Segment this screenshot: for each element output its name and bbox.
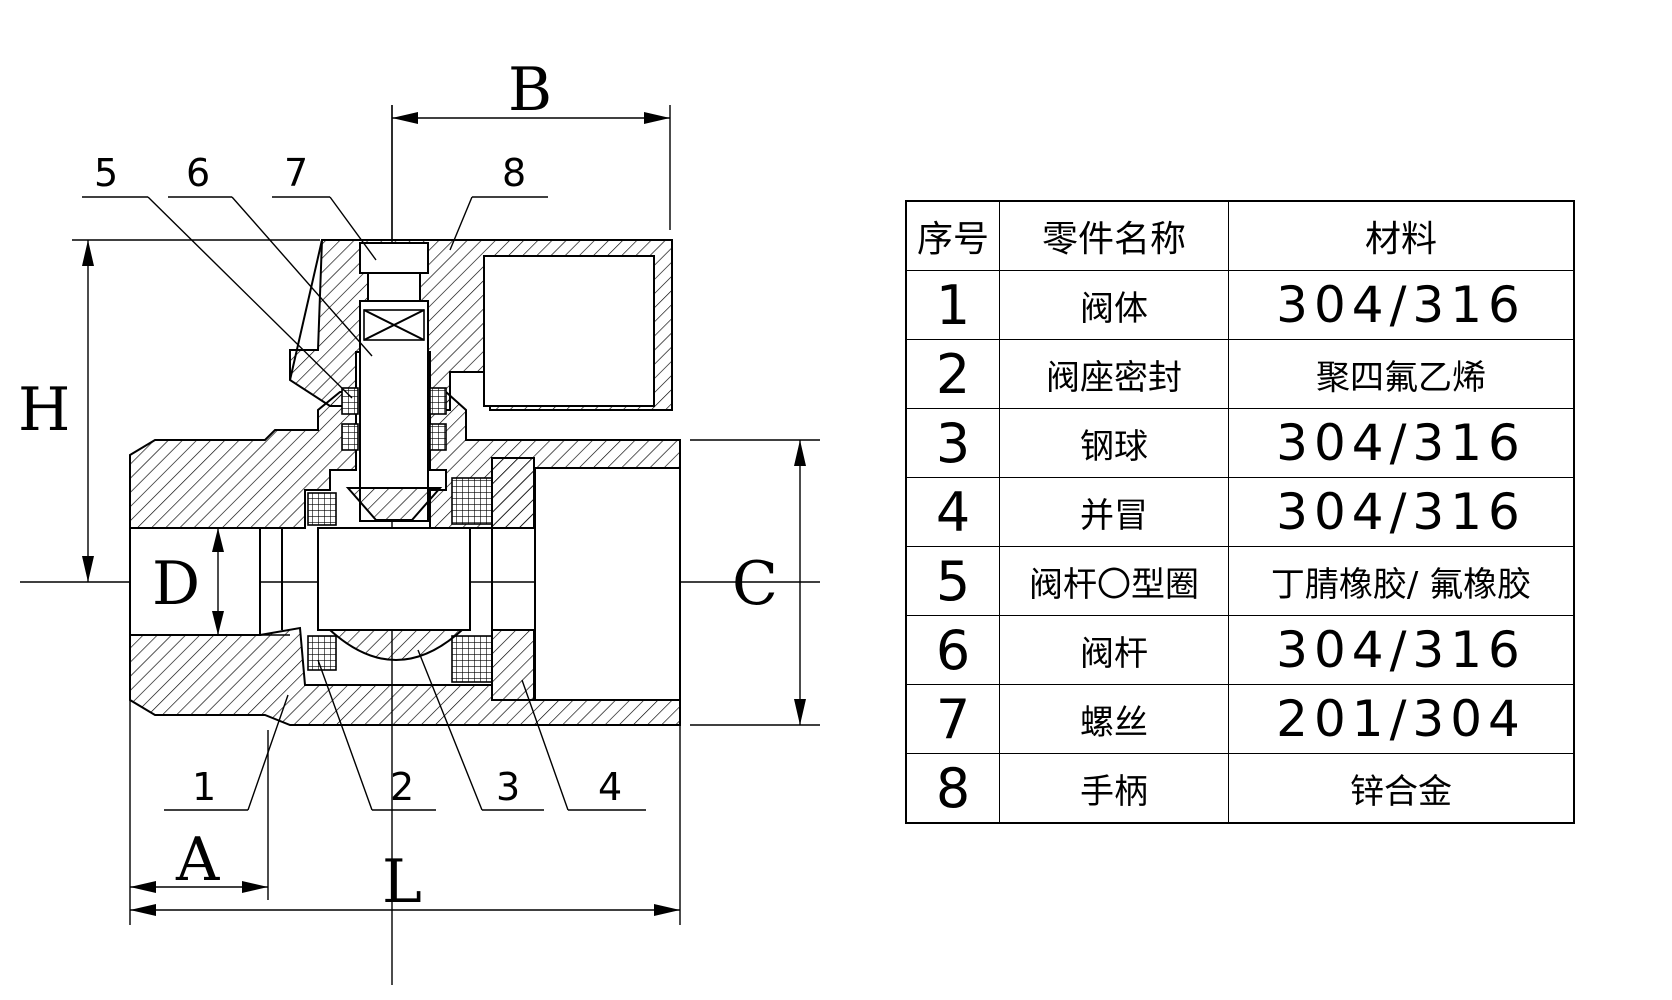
row-number: 8 [905, 753, 1000, 824]
dim-h-label: H [18, 375, 70, 445]
screw-part-7 [359, 242, 429, 274]
table-row: 7 螺丝 201/304 [905, 684, 1575, 754]
seat-seal-part-2-bottom-right [451, 635, 493, 683]
row-number: 2 [905, 339, 1000, 409]
row-material: 锌合金 [1228, 753, 1575, 824]
table-row: 8 手柄 锌合金 [905, 753, 1575, 824]
row-material: 201/304 [1228, 684, 1575, 754]
table-row: 6 阀杆 304/316 [905, 615, 1575, 685]
body-bore-left [129, 527, 261, 636]
row-part-name: 螺丝 [999, 684, 1229, 754]
table-row: 5 阀杆〇型圈 丁腈橡胶/ 氟橡胶 [905, 546, 1575, 616]
row-part-name: 手柄 [999, 753, 1229, 824]
dim-b-label: B [508, 55, 552, 125]
table-row: 4 并冒 304/316 [905, 477, 1575, 547]
callout-1: 1 [192, 765, 216, 809]
stem-oring-part-5-lower [341, 423, 359, 451]
row-material: 丁腈橡胶/ 氟橡胶 [1228, 546, 1575, 616]
body-bore-right [534, 467, 681, 701]
row-material: 304/316 [1228, 477, 1575, 547]
parts-material-table: 序号 零件名称 材料 1 阀体 304/316 2 阀座密封 聚四氟乙烯 3 钢… [905, 200, 1575, 824]
ball-top-wedge [345, 487, 443, 521]
header-number: 序号 [905, 200, 1000, 271]
screw-neck [367, 272, 421, 302]
header-part-name: 零件名称 [999, 200, 1229, 271]
stem-oring-part-5-lower-r [429, 423, 447, 451]
row-number: 5 [905, 546, 1000, 616]
row-material: 304/316 [1228, 615, 1575, 685]
row-number: 4 [905, 477, 1000, 547]
seat-seal-part-2-bottom-left [307, 635, 337, 671]
row-material: 304/316 [1228, 270, 1575, 340]
row-number: 7 [905, 684, 1000, 754]
dim-a-label: A [175, 825, 220, 895]
table-row: 2 阀座密封 聚四氟乙烯 [905, 339, 1575, 409]
callout-7: 7 [284, 151, 308, 195]
row-number: 1 [905, 270, 1000, 340]
callout-8: 8 [502, 151, 526, 195]
stem-square-mark [363, 309, 425, 341]
callout-6: 6 [186, 151, 210, 195]
row-part-name: 阀座密封 [999, 339, 1229, 409]
handle-opening [483, 255, 655, 407]
row-number: 6 [905, 615, 1000, 685]
ball-part-3 [327, 629, 465, 661]
row-part-name: 钢球 [999, 408, 1229, 478]
stem-oring-part-5-upper-r [429, 387, 447, 415]
seat-seal-part-2-top-right [451, 477, 493, 525]
valve-cross-section-drawing: B H D C A L 5 6 7 8 1 2 3 4 [18, 55, 820, 985]
callout-4: 4 [598, 765, 622, 809]
stem-square-box [363, 309, 425, 341]
callout-3: 3 [496, 765, 520, 809]
seat-seal-part-2-top-left [307, 492, 337, 526]
dim-d-label: D [152, 549, 200, 619]
callout-2: 2 [390, 765, 414, 809]
table-header-row: 序号 零件名称 材料 [905, 200, 1575, 271]
end-cap-part-4-top [491, 457, 535, 529]
handle-edge-line [289, 239, 323, 381]
row-part-name: 阀杆〇型圈 [999, 546, 1229, 616]
end-cap-part-4-bottom [491, 629, 535, 701]
table-row: 1 阀体 304/316 [905, 270, 1575, 340]
stem-part-6 [359, 300, 429, 522]
header-material: 材料 [1228, 200, 1575, 271]
callout-5: 5 [94, 151, 118, 195]
dim-c-label: C [732, 549, 778, 619]
row-part-name: 阀杆 [999, 615, 1229, 685]
row-part-name: 阀体 [999, 270, 1229, 340]
stem-oring-part-5-upper [341, 387, 359, 415]
ball-bore [317, 527, 471, 631]
row-part-name: 并冒 [999, 477, 1229, 547]
dim-l-label: L [382, 847, 422, 917]
row-material: 聚四氟乙烯 [1228, 339, 1575, 409]
table-row: 3 钢球 304/316 [905, 408, 1575, 478]
row-number: 3 [905, 408, 1000, 478]
row-material: 304/316 [1228, 408, 1575, 478]
